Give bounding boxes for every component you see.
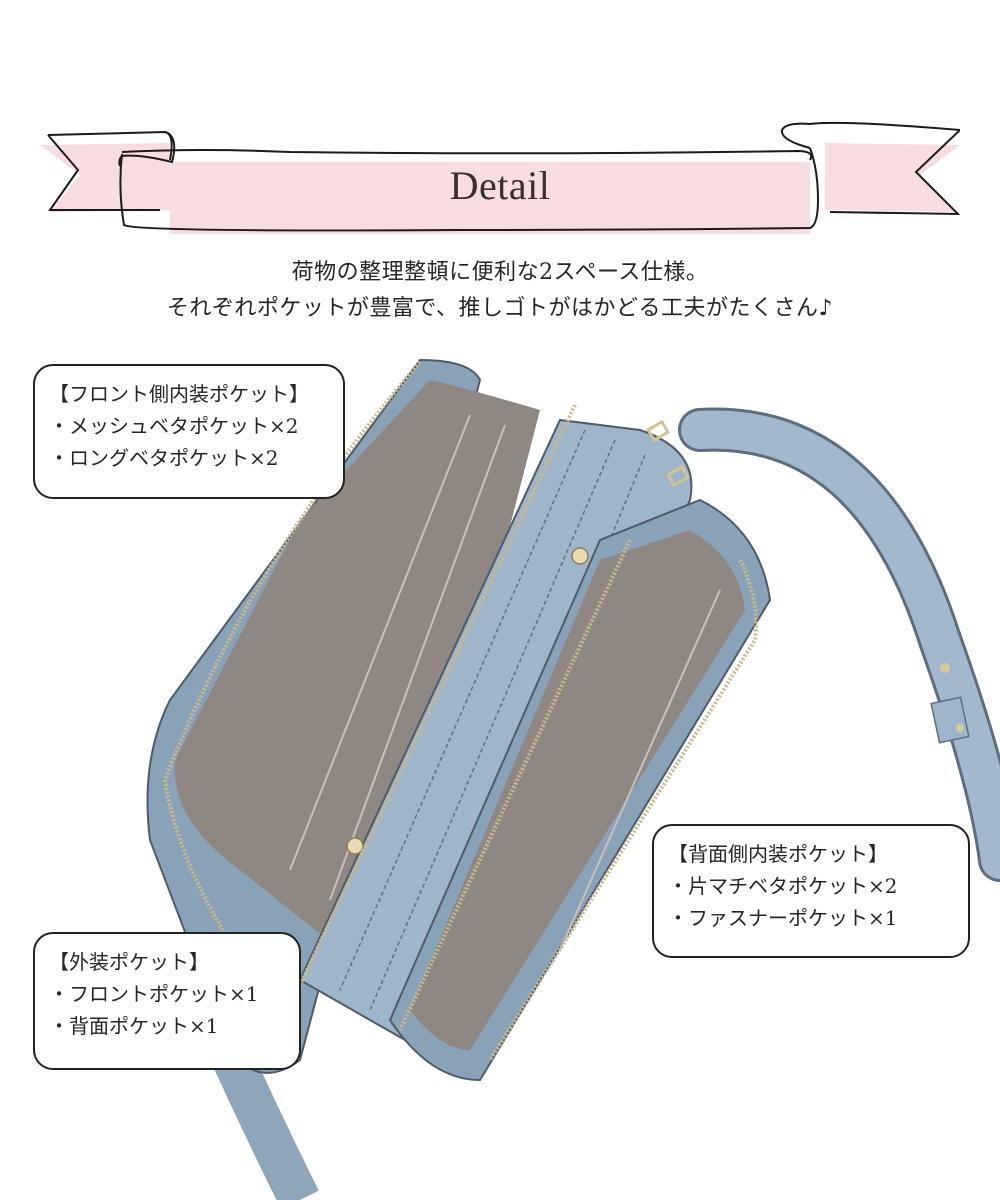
- intro-line-1: 荷物の整理整頓に便利な2スペース仕様。: [291, 260, 709, 285]
- callout-back-item: ・ファスナーポケット×1: [668, 906, 898, 930]
- callout-back-interior-pockets: 【背面側内装ポケット】 ・片マチベタポケット×2 ・ファスナーポケット×1: [652, 824, 970, 958]
- intro-line-2: それぞれポケットが豊富で、推しゴトがはかどる工夫がたくさん♪: [166, 296, 834, 321]
- intro-text: 荷物の整理整頓に便利な2スペース仕様。 それぞれポケットが豊富で、推しゴトがはか…: [0, 255, 1000, 327]
- callout-outer-title: 【外装ポケット】: [49, 950, 209, 974]
- callout-front-title: 【フロント側内装ポケット】: [49, 382, 309, 406]
- callout-front-interior-pockets: 【フロント側内装ポケット】 ・メッシュベタポケット×2 ・ロングベタポケット×2: [33, 364, 345, 499]
- callout-front-item: ・メッシュベタポケット×2: [49, 414, 299, 438]
- callout-back-item: ・片マチベタポケット×2: [668, 874, 898, 898]
- callout-outer-item: ・背面ポケット×1: [49, 1014, 219, 1038]
- callout-front-item: ・ロングベタポケット×2: [49, 446, 279, 470]
- callout-outer-item: ・フロントポケット×1: [49, 982, 259, 1006]
- ribbon-graphic: [40, 121, 960, 234]
- detail-banner: Detail: [40, 110, 960, 240]
- callout-exterior-pockets: 【外装ポケット】 ・フロントポケット×1 ・背面ポケット×1: [33, 932, 301, 1070]
- callout-back-title: 【背面側内装ポケット】: [668, 842, 888, 866]
- banner-title: Detail: [449, 163, 551, 208]
